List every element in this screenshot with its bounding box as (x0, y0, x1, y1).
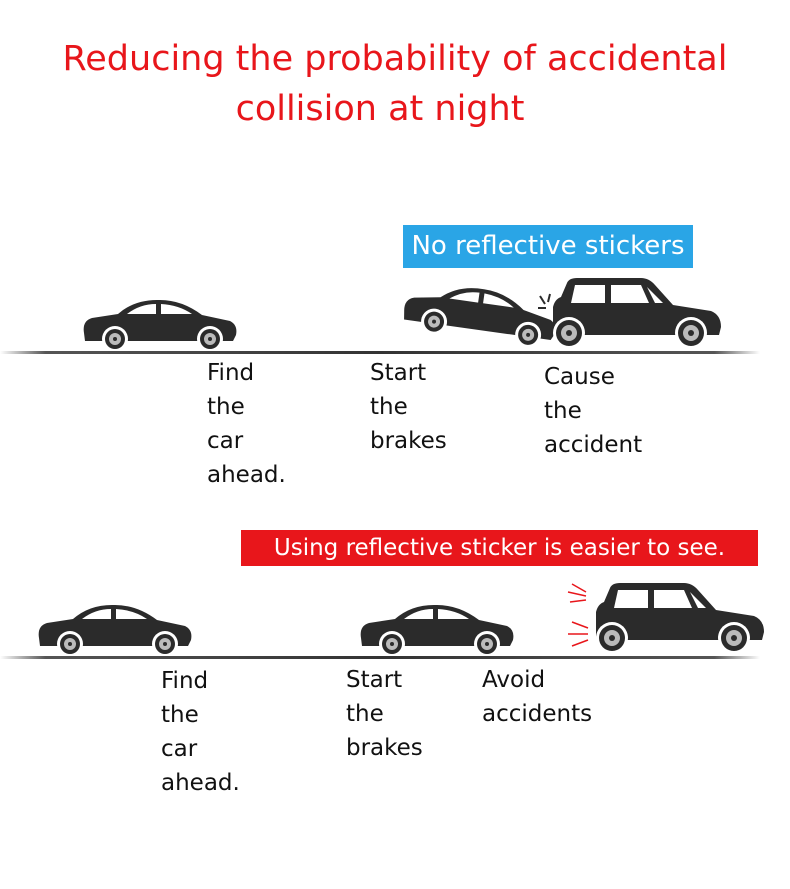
label-word: Cause (544, 364, 615, 390)
sedan-car-icon (404, 288, 556, 348)
impact-icon (538, 293, 551, 309)
label-word: the (346, 701, 384, 727)
sedan-car-icon (360, 604, 514, 657)
road-line (0, 351, 760, 354)
label-word: Find (161, 668, 209, 694)
label-word: Start (370, 360, 427, 386)
step-label-find-car: Find the car ahead. (161, 664, 291, 800)
label-word: ahead. (161, 770, 240, 796)
label-word: the (544, 398, 582, 424)
title-line-2: collision at night (235, 89, 525, 129)
label-word: the (370, 394, 408, 420)
label-word: accidents (482, 701, 593, 727)
step-label-start-brakes: Start the brakes (346, 663, 476, 765)
sedan-car-icon (83, 299, 237, 352)
label-word: Find (207, 360, 255, 386)
label-word: accident (544, 432, 643, 458)
title-line-1: Reducing the probability of accidental (62, 39, 728, 79)
road-line (0, 656, 760, 659)
label-word: brakes (370, 428, 447, 454)
label-word: the (207, 394, 245, 420)
label-word: car (161, 736, 198, 762)
label-word: Avoid (482, 667, 546, 693)
suv-car-icon (596, 583, 764, 654)
reflective-sticker-badge: Using reflective sticker is easier to se… (241, 530, 758, 566)
label-word: the (161, 702, 199, 728)
step-label-cause-accident: Cause the accident (544, 360, 674, 462)
label-word: brakes (346, 735, 423, 761)
step-label-find-car: Find the car ahead. (207, 356, 337, 492)
label-word: car (207, 428, 244, 454)
suv-car-icon (553, 278, 721, 349)
label-word: ahead. (207, 462, 286, 488)
no-reflective-stickers-badge: No reflective stickers (403, 225, 693, 268)
step-label-start-brakes: Start the brakes (370, 356, 500, 458)
reflection-glow-icon (567, 583, 589, 647)
step-label-avoid-accidents: Avoid accidents (482, 663, 642, 731)
sedan-car-icon (38, 604, 192, 657)
label-word: Start (346, 667, 403, 693)
